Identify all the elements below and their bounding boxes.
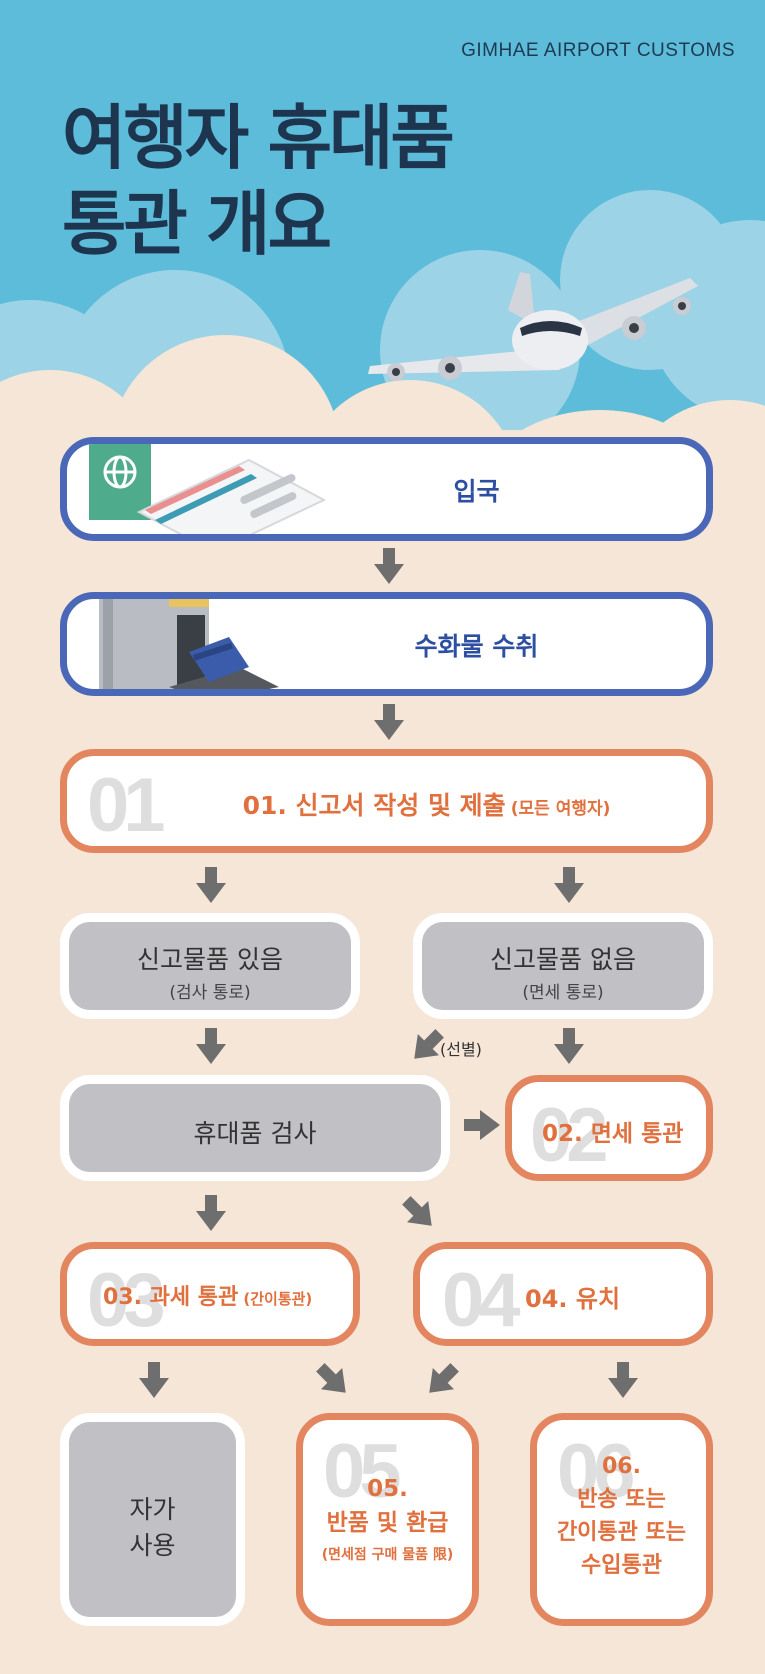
step-03-note: (간이통관) [243,1290,313,1308]
self-use-line-1: 자가 [129,1495,176,1524]
arrow-down-icon [196,1195,226,1231]
page-title: 여행자 휴대품 통관 개요 [62,95,455,267]
self-use-line-2: 사용 [129,1531,176,1560]
step-06-box: 06 06. 반송 또는 간이통관 또는 수입통관 [530,1413,713,1626]
step-02-label: 02. 면세 통관 [542,1121,684,1147]
arrow-down-icon [374,548,404,584]
step-03-label: 03. 과세 통관 [103,1285,239,1310]
baggage-claim-box: 수화물 수취 [60,592,713,696]
arrow-down-icon [196,1028,226,1064]
selection-note: (선별) [440,1040,482,1059]
step-01-number: 01 [87,763,166,848]
declare-yes-label: 신고물품 있음 [137,945,283,974]
arrow-down-icon [374,704,404,740]
declare-no-label: 신고물품 없음 [490,945,636,974]
declare-no-box: 신고물품 없음 (면세 통로) [413,913,713,1019]
step-06-line-1: 06. [602,1454,641,1479]
arrow-diagonal-icon [402,1196,432,1226]
step-06-line-2: 반송 또는 [577,1487,666,1512]
step-05-note: (면세점 구매 물품 限) [321,1547,454,1563]
arrow-down-icon [554,1028,584,1064]
arrow-down-icon [608,1362,638,1398]
step-04-number: 04 [442,1258,521,1343]
step-05-line-2: 반품 및 환급 [326,1510,449,1536]
arrow-diagonal-icon [316,1363,346,1393]
title-line-2: 통관 개요 [62,183,332,265]
step-05-number: 05 [323,1429,402,1514]
step-01-label: 01. 신고서 작성 및 제출 [242,791,506,820]
step-02-number: 02 [530,1093,609,1178]
step-03-number: 03 [87,1258,166,1343]
declare-no-sub: (면세 통로) [522,983,604,1003]
self-use-box: 자가 사용 [60,1413,245,1626]
inspection-box: 휴대품 검사 [60,1075,450,1181]
step-04-label: 04. 유치 [525,1285,621,1313]
airplane-icon [368,272,698,381]
arrow-down-icon [139,1362,169,1398]
entry-box: 입국 [60,437,713,541]
declare-yes-box: 신고물품 있음 (검사 통로) [60,913,360,1019]
step-01-box: 01 01. 신고서 작성 및 제출 (모든 여행자) [60,749,713,853]
step-06-line-4: 수입통관 [581,1553,662,1578]
step-06-line-3: 간이통관 또는 [556,1520,687,1545]
declare-yes-sub: (검사 통로) [169,983,251,1003]
step-04-box: 04 04. 유치 [413,1242,713,1346]
step-03-box: 03 03. 과세 통관 (간이통관) [60,1242,360,1346]
inspection-label: 휴대품 검사 [193,1119,317,1148]
baggage-carousel-icon [99,599,279,689]
arrow-down-icon [554,867,584,903]
brand-label: GIMHAE AIRPORT CUSTOMS [461,40,735,61]
arrow-diagonal-icon [414,1029,444,1059]
title-line-1: 여행자 휴대품 [62,97,455,179]
arrow-down-icon [196,867,226,903]
entry-label: 입국 [453,477,500,506]
arrow-diagonal-icon [429,1363,459,1393]
arrow-right-icon [464,1110,500,1140]
step-06-number: 06 [557,1429,636,1514]
step-01-note: (모든 여행자) [510,799,611,819]
passport-ticket-icon [89,444,327,534]
step-02-box: 02 02. 면세 통관 [505,1075,713,1181]
step-05-box: 05 05. 반품 및 환급 (면세점 구매 물품 限) [296,1413,479,1626]
step-05-line-1: 05. [367,1476,408,1502]
baggage-claim-label: 수화물 수취 [414,632,539,661]
